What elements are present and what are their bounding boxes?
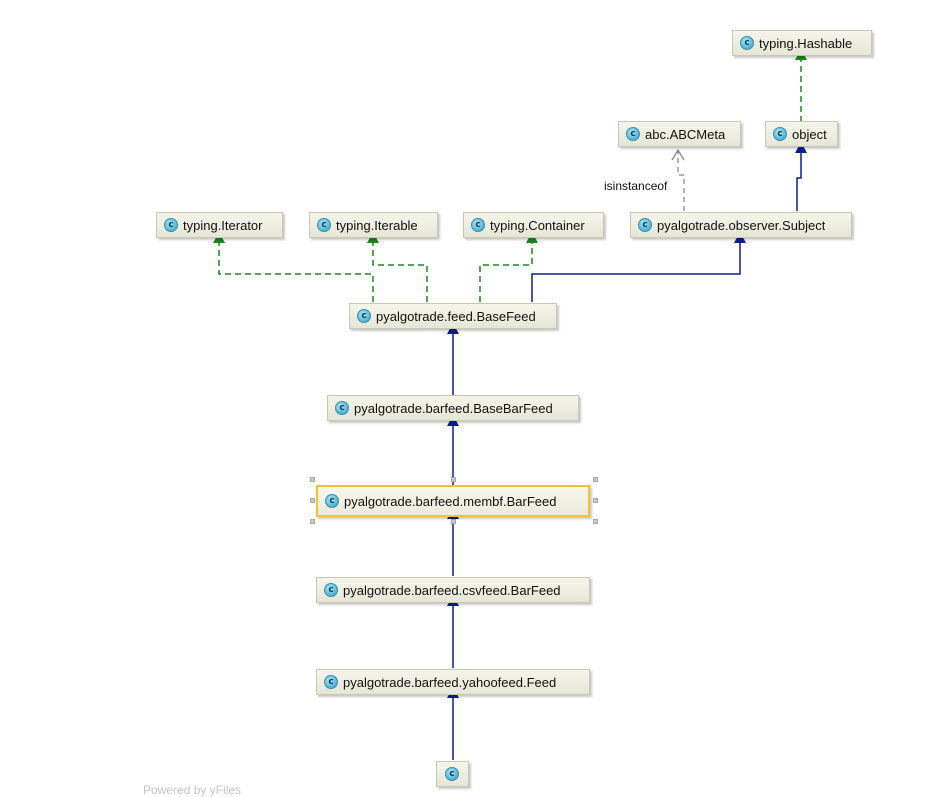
class-name: pyalgotrade.barfeed.BaseBarFeed [354, 400, 553, 416]
class-name: typing.Iterator [183, 217, 263, 233]
selection-handle[interactable] [593, 477, 598, 482]
class-icon: c [335, 401, 349, 415]
class-icon: c [164, 218, 178, 232]
class-node-typing-iterable[interactable]: c typing.Iterable [309, 212, 438, 238]
edge-basefeed-subject [531, 232, 746, 302]
selection-handle[interactable] [310, 498, 315, 503]
edge-basefeed-container [479, 232, 538, 302]
powered-by-footer: Powered by yFiles [143, 783, 242, 797]
selection-handle[interactable] [310, 519, 315, 524]
class-icon: c [740, 36, 754, 50]
class-icon: c [357, 309, 371, 323]
class-node-anonymous[interactable]: c [436, 761, 469, 787]
class-icon: c [324, 675, 338, 689]
class-name: object [792, 126, 827, 142]
class-node-feed-basefeed[interactable]: c pyalgotrade.feed.BaseFeed [349, 303, 557, 329]
selection-handle[interactable] [310, 477, 315, 482]
class-node-observer-subject[interactable]: c pyalgotrade.observer.Subject [630, 212, 852, 238]
class-node-abc-abcmeta[interactable]: c abc.ABCMeta [618, 121, 741, 147]
class-node-barfeed-basebarfeed[interactable]: c pyalgotrade.barfeed.BaseBarFeed [327, 395, 579, 421]
class-name: abc.ABCMeta [645, 126, 726, 142]
class-icon: c [317, 218, 331, 232]
class-icon: c [325, 494, 339, 508]
class-name: pyalgotrade.barfeed.csvfeed.BarFeed [343, 582, 561, 598]
selection-handle[interactable] [451, 477, 456, 482]
selection-handle[interactable] [593, 498, 598, 503]
class-node-typing-container[interactable]: c typing.Container [463, 212, 604, 238]
class-name: typing.Iterable [336, 217, 418, 233]
class-icon: c [626, 127, 640, 141]
class-name: typing.Container [490, 217, 585, 233]
class-icon: c [445, 767, 459, 781]
edge-basefeed-iterator [213, 232, 374, 302]
edge-subject-abcmeta-arrowhead [671, 148, 685, 161]
isinstanceof-label: isinstanceof [604, 179, 668, 193]
class-node-csvfeed-barfeed[interactable]: c pyalgotrade.barfeed.csvfeed.BarFeed [316, 577, 590, 603]
edge-subject-abcmeta [677, 151, 685, 211]
selection-handle[interactable] [593, 519, 598, 524]
class-name: pyalgotrade.barfeed.yahoofeed.Feed [343, 674, 557, 690]
class-icon: c [324, 583, 338, 597]
edge-basefeed-iterable [367, 232, 428, 302]
class-icon: c [471, 218, 485, 232]
class-node-membf-barfeed-selected[interactable]: c pyalgotrade.barfeed.membf.BarFeed [316, 485, 590, 517]
edge-subject-object [795, 142, 807, 211]
class-node-object[interactable]: c object [765, 121, 838, 147]
class-node-yahoofeed-feed[interactable]: c pyalgotrade.barfeed.yahoofeed.Feed [316, 669, 590, 695]
selection-handle[interactable] [451, 519, 456, 524]
class-name: typing.Hashable [759, 35, 853, 51]
class-name: pyalgotrade.feed.BaseFeed [376, 308, 536, 324]
class-icon: c [638, 218, 652, 232]
class-name: pyalgotrade.observer.Subject [657, 217, 826, 233]
class-icon: c [773, 127, 787, 141]
class-node-typing-iterator[interactable]: c typing.Iterator [156, 212, 283, 238]
class-name: pyalgotrade.barfeed.membf.BarFeed [344, 493, 557, 509]
class-node-typing-hashable[interactable]: c typing.Hashable [732, 30, 872, 56]
